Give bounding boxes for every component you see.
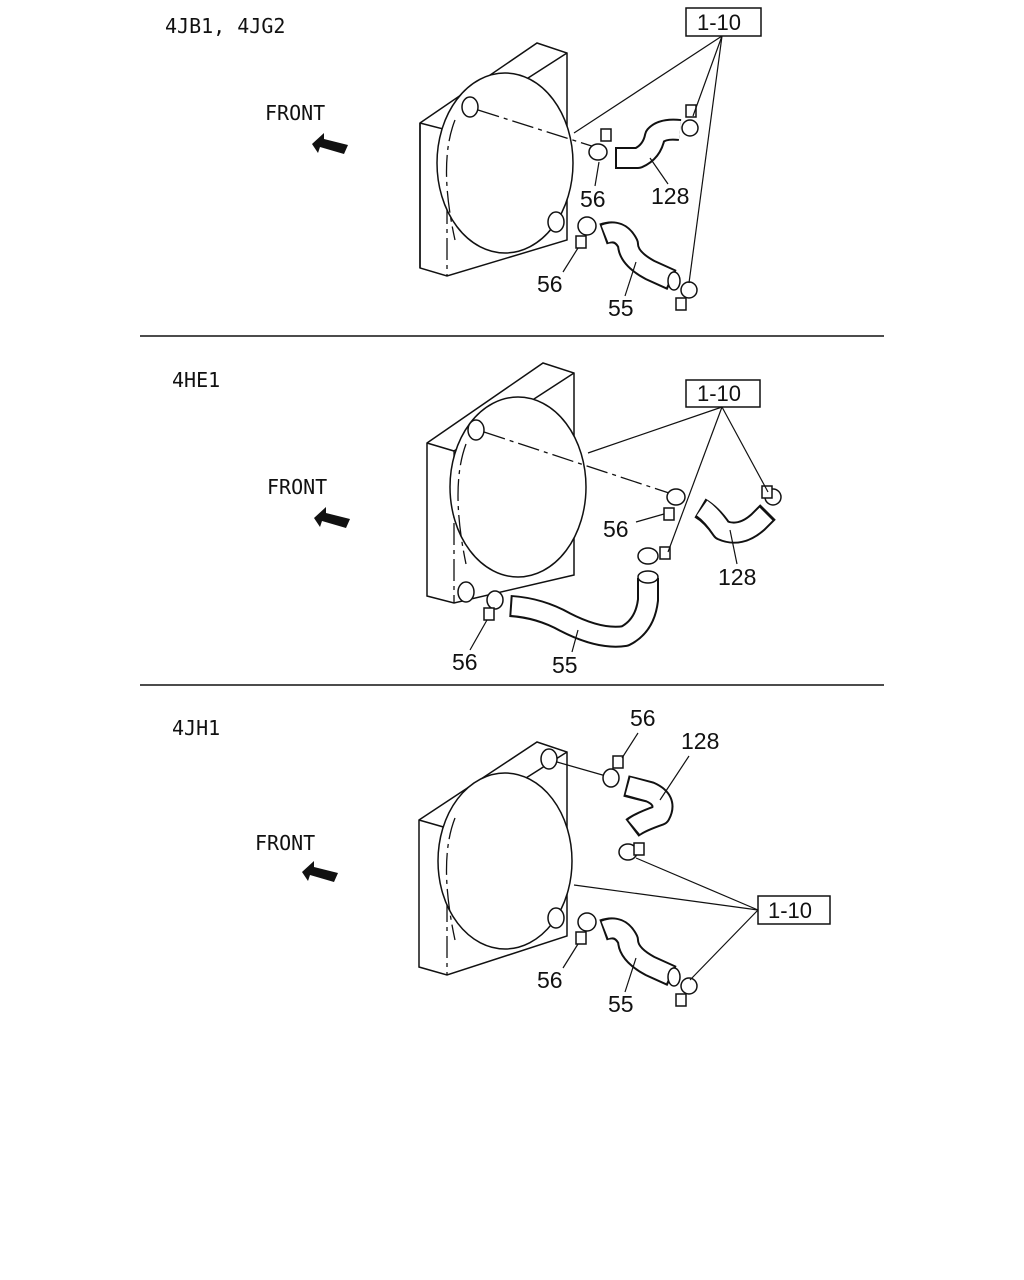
clamp-lower <box>577 216 597 236</box>
clamp-upper <box>602 768 620 788</box>
callout-clamp-lower: 56 <box>537 271 563 297</box>
radiator <box>426 362 587 604</box>
lower-pipe <box>547 211 565 233</box>
callout-hose-lower: 55 <box>608 991 634 1017</box>
clamp-lower <box>577 912 597 932</box>
clamp-upper-screw <box>612 755 624 769</box>
clamp-lower-screw <box>575 235 587 249</box>
ref-box-label: 1-10 <box>697 10 741 35</box>
front-label: FRONT <box>265 101 325 125</box>
callout-hose-upper: 128 <box>718 564 756 590</box>
callout-hose-upper: 128 <box>681 728 719 754</box>
front-label: FRONT <box>255 831 315 855</box>
clamp-upper <box>666 488 686 506</box>
section-4jh1: 4JH1 FRONT 1-10 <box>172 705 831 1017</box>
front-label: FRONT <box>267 475 327 499</box>
clamp-lower-engine <box>637 547 659 565</box>
clamp-upper-engine <box>681 119 699 137</box>
clamp-lower-engine <box>680 281 698 299</box>
callout-clamp-upper: 56 <box>603 516 629 542</box>
front-arrow-icon <box>314 507 350 528</box>
upper-pipe <box>467 419 485 441</box>
radiator-core <box>449 396 587 578</box>
callout-clamp-upper: 56 <box>580 186 606 212</box>
radiator <box>418 741 573 976</box>
ref-box <box>757 895 831 925</box>
callout-hose-upper: 128 <box>651 183 689 209</box>
ref-box-label: 1-10 <box>768 898 812 923</box>
clamp-upper <box>588 143 608 161</box>
engine-label: 4JH1 <box>172 716 220 740</box>
front-arrow-icon <box>302 861 338 882</box>
upper-pipe <box>540 748 558 770</box>
ref-box <box>685 7 762 37</box>
lower-pipe <box>547 907 565 929</box>
ref-box <box>685 379 761 408</box>
engine-label: 4JB1, 4JG2 <box>165 14 285 38</box>
clamp-lower-screw <box>483 607 495 621</box>
callout-hose-lower: 55 <box>552 652 578 678</box>
front-arrow-icon <box>312 133 348 154</box>
callout-clamp-upper: 56 <box>630 705 656 731</box>
callout-hose-lower: 55 <box>608 295 634 321</box>
callout-clamp-lower: 56 <box>537 967 563 993</box>
engine-label: 4HE1 <box>172 368 220 392</box>
radiator <box>419 42 574 277</box>
section-4he1: 4HE1 FRONT 1-10 <box>172 362 782 678</box>
radiator-core <box>436 72 574 254</box>
lower-pipe <box>457 581 475 603</box>
clamp-upper-screw <box>600 128 612 142</box>
section-4jb1-4jg2: 4JB1, 4JG2 FRONT <box>165 7 762 321</box>
clamp-upper-screw <box>663 507 675 521</box>
callout-clamp-lower: 56 <box>452 649 478 675</box>
clamp-lower-engine <box>680 977 698 995</box>
radiator-core <box>437 772 573 950</box>
ref-box-label: 1-10 <box>697 381 741 406</box>
clamp-lower <box>486 590 504 610</box>
clamp-lower-screw <box>575 931 587 945</box>
upper-pipe <box>461 96 479 118</box>
